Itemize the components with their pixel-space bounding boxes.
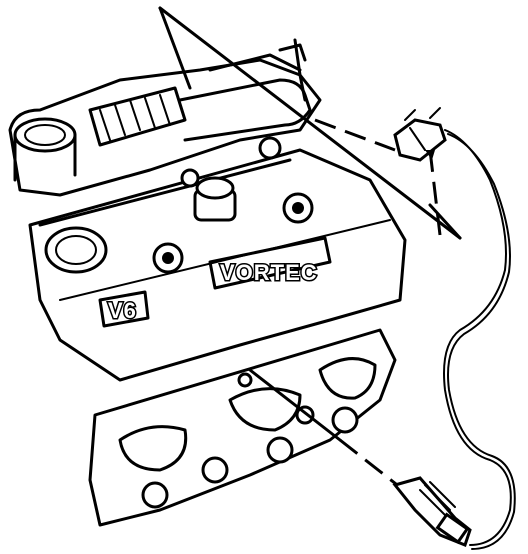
connector-guide-line — [314, 118, 442, 236]
sensor-wire — [443, 129, 516, 550]
badge-vortec-text: VORTEC — [220, 260, 318, 285]
intake-manifold — [8, 38, 322, 197]
callout-triangle — [158, 6, 462, 240]
badge-vortec: VORTEC — [208, 236, 332, 290]
harness-connector — [393, 107, 447, 162]
exhaust-manifold — [88, 328, 397, 527]
oxygen-sensor — [392, 476, 472, 547]
badge-v6: V6 — [98, 290, 150, 328]
badge-v6-text: V6 — [108, 298, 137, 323]
